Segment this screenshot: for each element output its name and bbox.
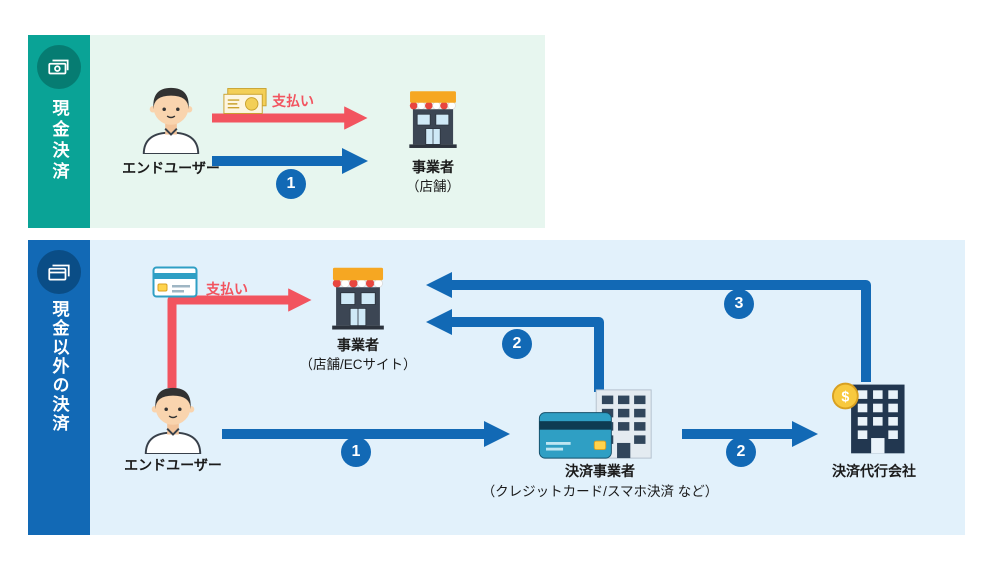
- acquirer-label: 決済代行会社: [832, 463, 916, 479]
- acquirer-icon: $: [832, 380, 916, 461]
- cash-payment-panel: 現金決済: [28, 35, 545, 228]
- noncash-panel-title: 現金以外の決済: [49, 300, 69, 433]
- banknotes-icon: [37, 45, 81, 89]
- end-user-icon: [136, 82, 206, 159]
- merchant-store-icon: [400, 84, 466, 161]
- merchant-store-icon-2: [322, 262, 394, 341]
- end-user-label: エンドユーザー: [122, 160, 220, 176]
- end-user-icon-2: [138, 382, 208, 459]
- noncash-payment-label: 支払い: [206, 281, 248, 297]
- psp-label: 決済事業者: [565, 463, 635, 479]
- payment-card-icon: [152, 266, 198, 303]
- credit-card-icon: [37, 250, 81, 294]
- end-user-label-2: エンドユーザー: [124, 457, 222, 473]
- merchant-sublabel: （店舗）: [406, 179, 460, 194]
- noncash-side-strip: 現金以外の決済: [28, 240, 90, 535]
- step-badge-2-merchant: 2: [502, 329, 532, 359]
- merchant-sublabel-2: （店舗/ECサイト）: [299, 357, 417, 372]
- cash-side-strip: 現金決済: [28, 35, 90, 228]
- step-badge-3: 3: [724, 289, 754, 319]
- step-badge-1-noncash: 1: [341, 437, 371, 467]
- psp-icon: [535, 388, 665, 465]
- svg-text:$: $: [841, 389, 849, 405]
- merchant-label-2: 事業者: [337, 337, 379, 353]
- cash-payment-label: 支払い: [272, 93, 314, 109]
- psp-sublabel: （クレジットカード/スマホ決済 など）: [481, 484, 719, 499]
- step-badge-2-acquirer: 2: [726, 437, 756, 467]
- banknote-icon: [222, 86, 268, 121]
- step-badge-1-cash: 1: [276, 169, 306, 199]
- cash-panel-title: 現金決済: [49, 99, 69, 183]
- merchant-label: 事業者: [412, 159, 454, 175]
